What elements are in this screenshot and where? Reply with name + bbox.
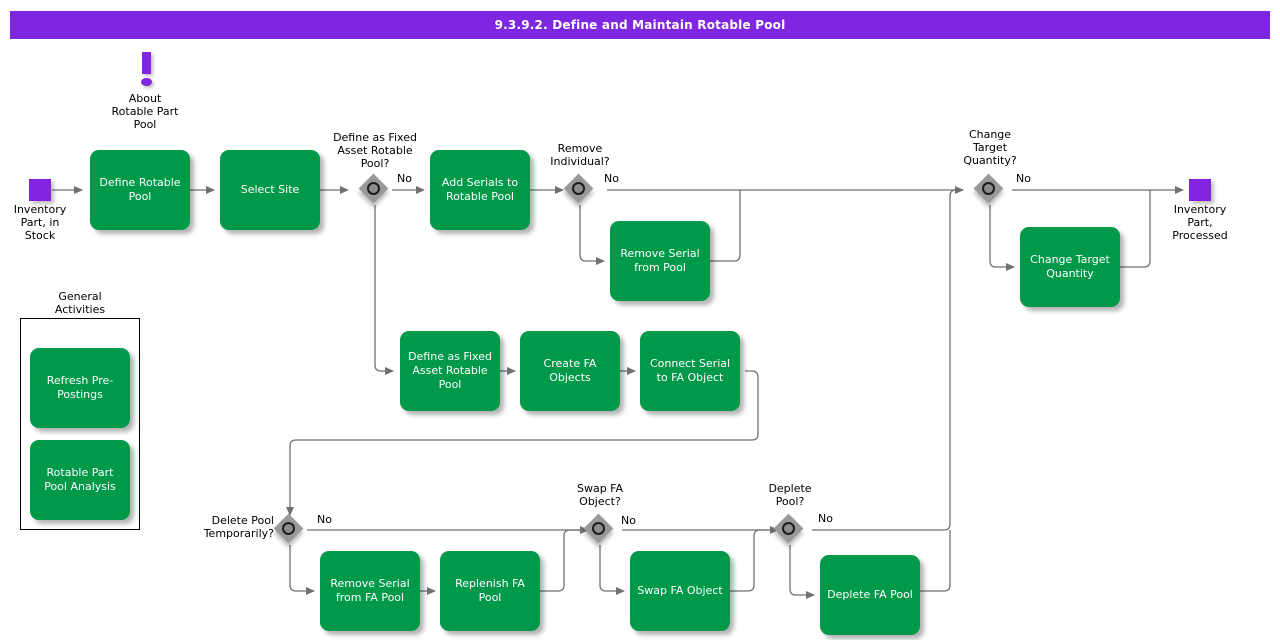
end-terminator-label: Inventory Part, Processed xyxy=(1172,203,1228,242)
activity-replenish-fa-pool[interactable]: Replenish FA Pool xyxy=(440,551,540,631)
decision-ring-icon xyxy=(282,522,295,535)
edge-label-delete-pool-temporarily-no: No xyxy=(317,513,332,526)
decision-delete-pool-temporarily[interactable] xyxy=(273,513,305,545)
page-title: 9.3.9.2. Define and Maintain Rotable Poo… xyxy=(494,18,786,32)
decision-label-define-as-fixed-asset-rotable-pool: Define as Fixed Asset Rotable Pool? xyxy=(333,131,417,170)
edge-label-change-target-quantity-no: No xyxy=(1016,172,1031,185)
about-rotable-part-pool-label: About Rotable Part Pool xyxy=(111,92,179,131)
general-activities-title: General Activities xyxy=(54,290,106,316)
activity-add-serials-to-rotable-pool[interactable]: Add Serials to Rotable Pool xyxy=(430,150,530,230)
edge-label-remove-individual-no: No xyxy=(604,172,619,185)
decision-deplete-pool[interactable] xyxy=(773,513,805,545)
decision-label-delete-pool-temporarily: Delete Pool Temporarily? xyxy=(203,514,274,540)
exclamation-icon xyxy=(131,52,161,88)
decision-label-deplete-pool: Deplete Pool? xyxy=(768,482,812,508)
decision-label-remove-individual: Remove Individual? xyxy=(550,142,610,168)
decision-ring-icon xyxy=(782,522,795,535)
decision-ring-icon xyxy=(982,182,995,195)
edge-label-define-as-fixed-asset-rotable-pool-no: No xyxy=(397,172,412,185)
decision-ring-icon xyxy=(592,522,605,535)
exclamation-dot xyxy=(141,78,152,86)
activity-swap-fa-object[interactable]: Swap FA Object xyxy=(630,551,730,631)
decision-ring-icon xyxy=(367,182,380,195)
page-title-bar: 9.3.9.2. Define and Maintain Rotable Poo… xyxy=(10,11,1270,39)
start-terminator xyxy=(29,179,51,201)
activity-refresh-pre-postings[interactable]: Refresh Pre- Postings xyxy=(30,348,130,428)
activity-create-fa-objects[interactable]: Create FA Objects xyxy=(520,331,620,411)
decision-swap-fa-object[interactable] xyxy=(583,513,615,545)
activity-define-rotable-pool[interactable]: Define Rotable Pool xyxy=(90,150,190,230)
start-terminator-label: Inventory Part, in Stock xyxy=(13,203,67,242)
decision-change-target-quantity[interactable] xyxy=(973,173,1005,205)
exclamation-bar xyxy=(142,52,151,74)
edge-label-deplete-pool-no: No xyxy=(818,512,833,525)
activity-remove-serial-from-pool[interactable]: Remove Serial from Pool xyxy=(610,221,710,301)
activity-remove-serial-from-fa-pool[interactable]: Remove Serial from FA Pool xyxy=(320,551,420,631)
activity-change-target-quantity[interactable]: Change Target Quantity xyxy=(1020,227,1120,307)
end-terminator xyxy=(1189,179,1211,201)
edge-label-swap-fa-object-no: No xyxy=(621,514,636,527)
decision-define-as-fixed-asset-rotable-pool[interactable] xyxy=(358,173,390,205)
decision-label-swap-fa-object: Swap FA Object? xyxy=(576,482,624,508)
activity-rotable-part-pool-analysis[interactable]: Rotable Part Pool Analysis xyxy=(30,440,130,520)
activity-define-as-fixed-asset-rotable-pool[interactable]: Define as Fixed Asset Rotable Pool xyxy=(400,331,500,411)
activity-connect-serial-to-fa-object[interactable]: Connect Serial to FA Object xyxy=(640,331,740,411)
decision-remove-individual[interactable] xyxy=(563,173,595,205)
activity-select-site[interactable]: Select Site xyxy=(220,150,320,230)
decision-ring-icon xyxy=(572,182,585,195)
decision-label-change-target-quantity: Change Target Quantity? xyxy=(963,128,1017,167)
activity-deplete-fa-pool[interactable]: Deplete FA Pool xyxy=(820,555,920,635)
